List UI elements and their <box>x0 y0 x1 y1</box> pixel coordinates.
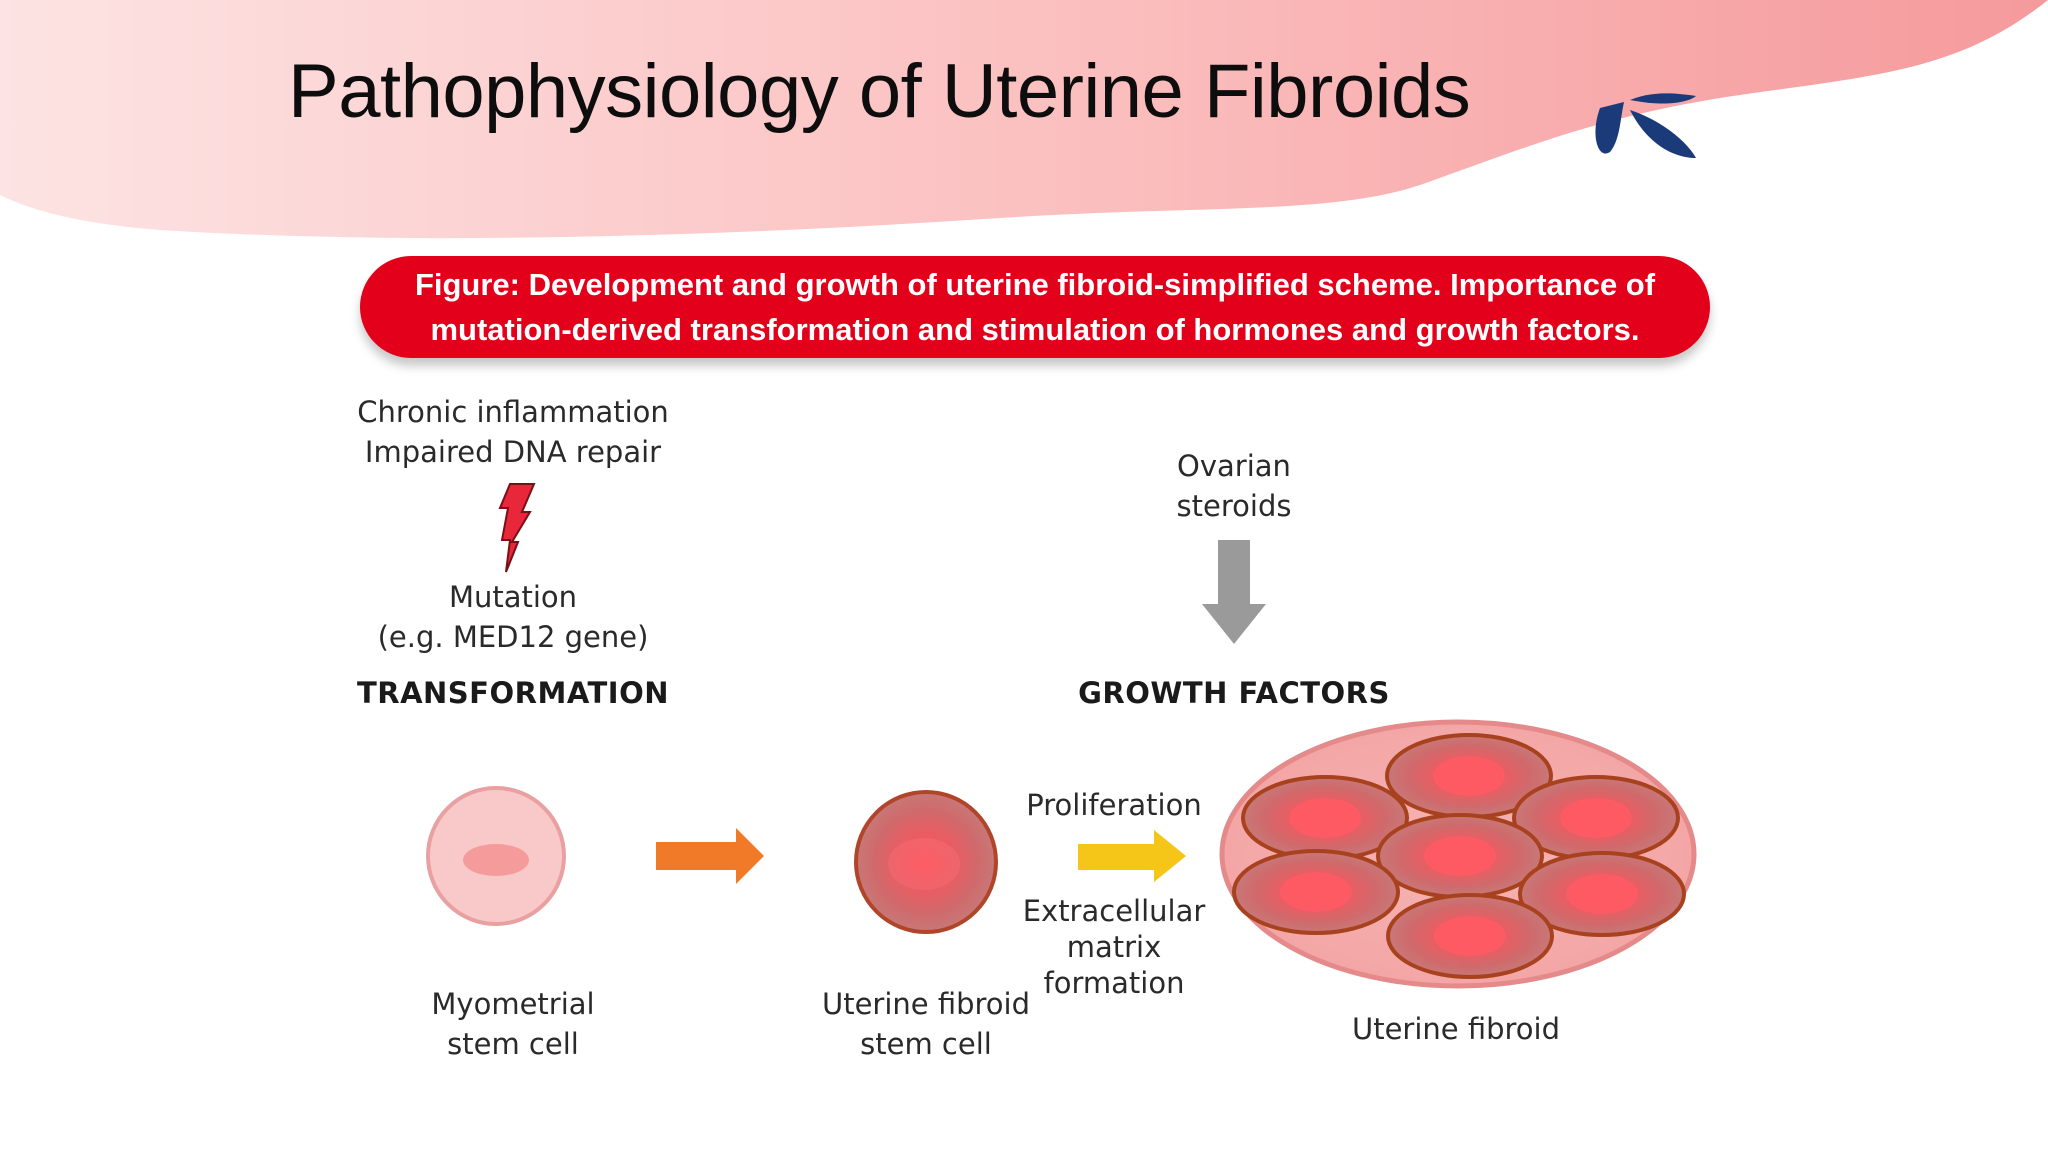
transformation-arrow <box>656 828 764 884</box>
figure-caption-banner: Figure: Development and growth of uterin… <box>360 256 1710 358</box>
uterine-fibroid-label: Uterine fibroid <box>1351 1012 1561 1046</box>
caption-line-2: mutation-derived transformation and stim… <box>430 312 1640 347</box>
growth-factors-heading: GROWTH FACTORS <box>1078 676 1390 710</box>
ovarian-steroids-label: Ovarian steroids <box>1176 449 1292 523</box>
ovarian-steroids-arrow <box>1202 540 1266 644</box>
logo-icon <box>1595 93 1696 158</box>
transformation-heading: TRANSFORMATION <box>356 676 670 710</box>
proliferation-label: Proliferation <box>1026 788 1202 822</box>
proliferation-arrow <box>1078 830 1186 882</box>
myometrial-stem-cell-label: Myometrial stem cell <box>431 987 595 1061</box>
header-wave-background <box>0 0 2048 239</box>
extracellular-matrix-label: Extracellular matrix formation <box>1022 894 1206 1000</box>
myometrial-stem-cell <box>426 786 566 926</box>
uterine-fibroid-mass <box>1219 719 1697 989</box>
uterine-fibroid-stem-cell-label: Uterine fibroid stem cell <box>821 987 1031 1061</box>
mutation-label: Mutation (e.g. MED12 gene) <box>377 580 649 654</box>
caption-line-1: Figure: Development and growth of uterin… <box>414 267 1656 302</box>
lightning-bolt-icon <box>498 483 536 573</box>
uterine-fibroid-stem-cell <box>854 790 998 934</box>
slide-title: Pathophysiology of Uterine Fibroids <box>288 49 1471 134</box>
causes-label: Chronic inflammation Impaired DNA repair <box>357 395 669 469</box>
